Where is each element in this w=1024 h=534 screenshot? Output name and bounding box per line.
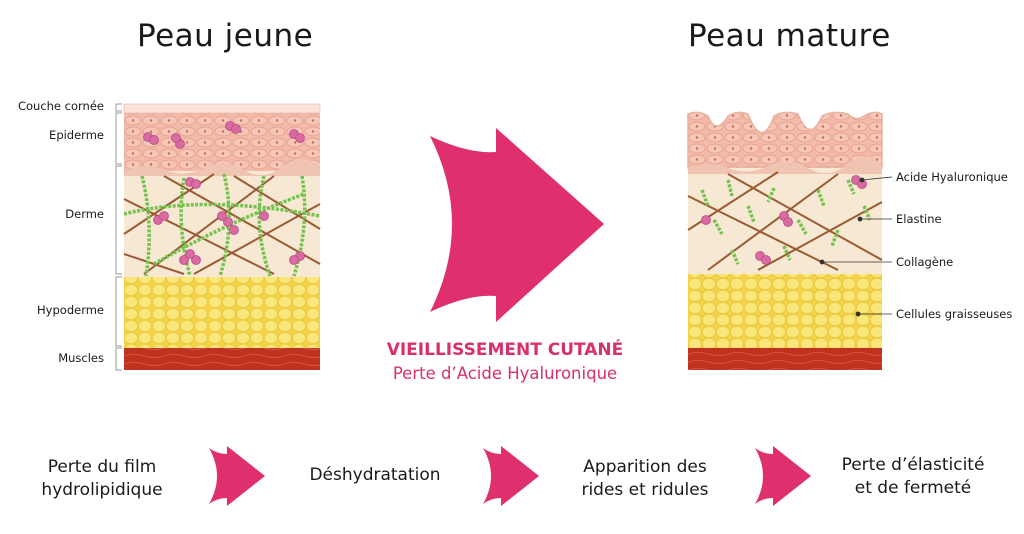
center-title: VIEILLISSEMENT CUTANÉ (386, 340, 624, 360)
center-subtitle: Perte d’Acide Hyaluronique (392, 364, 618, 383)
step-arrow-3-icon (755, 446, 811, 506)
label-muscles: Muscles (58, 351, 104, 365)
step-4: Perte d’élasticité et de fermeté (818, 454, 1008, 500)
step-1-line1: Perte du film (47, 457, 157, 477)
label-collagen: Collagène (896, 255, 954, 269)
step-2: Déshydratation (290, 464, 460, 487)
label-dermis: Derme (65, 207, 104, 221)
step-1-line2: hydrolipidique (41, 480, 163, 500)
step-3-line1: Apparition des (583, 457, 707, 477)
young-skin-diagram (123, 103, 321, 370)
mature-skin-diagram (687, 111, 883, 370)
label-elastin: Elastine (896, 212, 942, 226)
label-hyaluronic-acid: Acide Hyaluronique (896, 170, 1008, 184)
step-4-line2: et de fermeté (854, 478, 972, 498)
step-4-line1: Perte d’élasticité (841, 455, 985, 475)
step-arrow-2-icon (483, 446, 539, 506)
step-1: Perte du film hydrolipidique (12, 456, 192, 502)
title-young-skin: Peau jeune (137, 18, 314, 54)
step-arrow-1-icon (209, 446, 265, 506)
step-3-line2: rides et ridules (581, 480, 709, 500)
label-hypodermis: Hypoderme (37, 303, 104, 317)
step-3: Apparition des rides et ridules (560, 456, 730, 502)
step-2-line1: Déshydratation (309, 465, 441, 485)
label-stratum-corneum: Couche cornée (17, 99, 104, 113)
title-mature-skin: Peau mature (688, 18, 891, 54)
big-arrow-icon (430, 128, 604, 322)
label-fat-cells: Cellules graisseuses (896, 307, 1013, 321)
label-epidermis: Epiderme (49, 128, 104, 142)
